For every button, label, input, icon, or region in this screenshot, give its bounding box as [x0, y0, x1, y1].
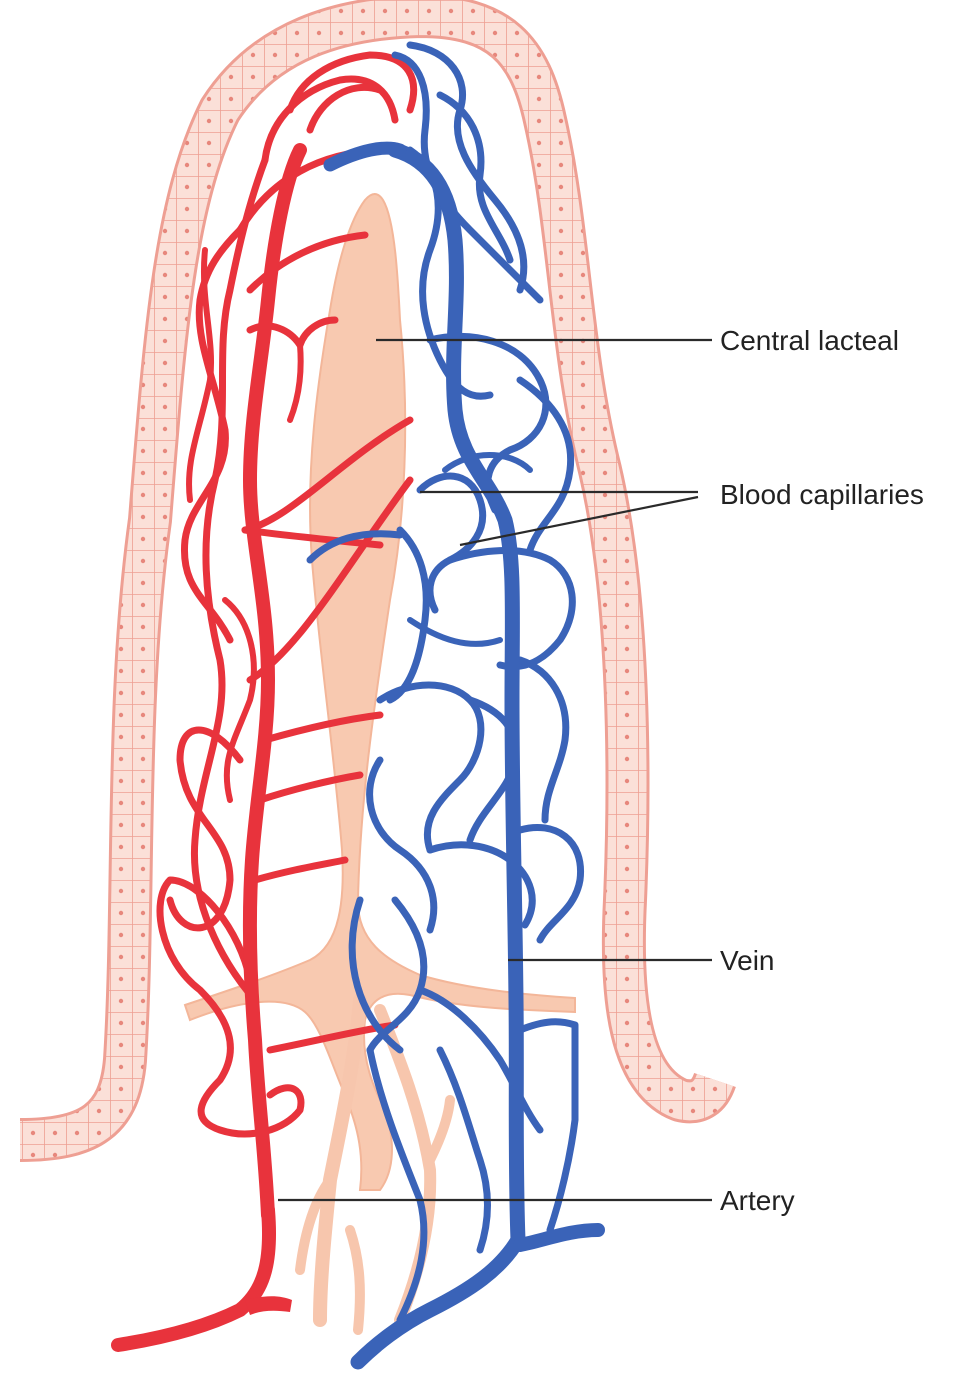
central-lacteal-label: Central lacteal [720, 325, 899, 356]
labels: Central lacteal Blood capillaries Vein A… [720, 325, 924, 1216]
artery-label: Artery [720, 1185, 795, 1216]
vein-label: Vein [720, 945, 775, 976]
blood-capillaries-label: Blood capillaries [720, 479, 924, 510]
